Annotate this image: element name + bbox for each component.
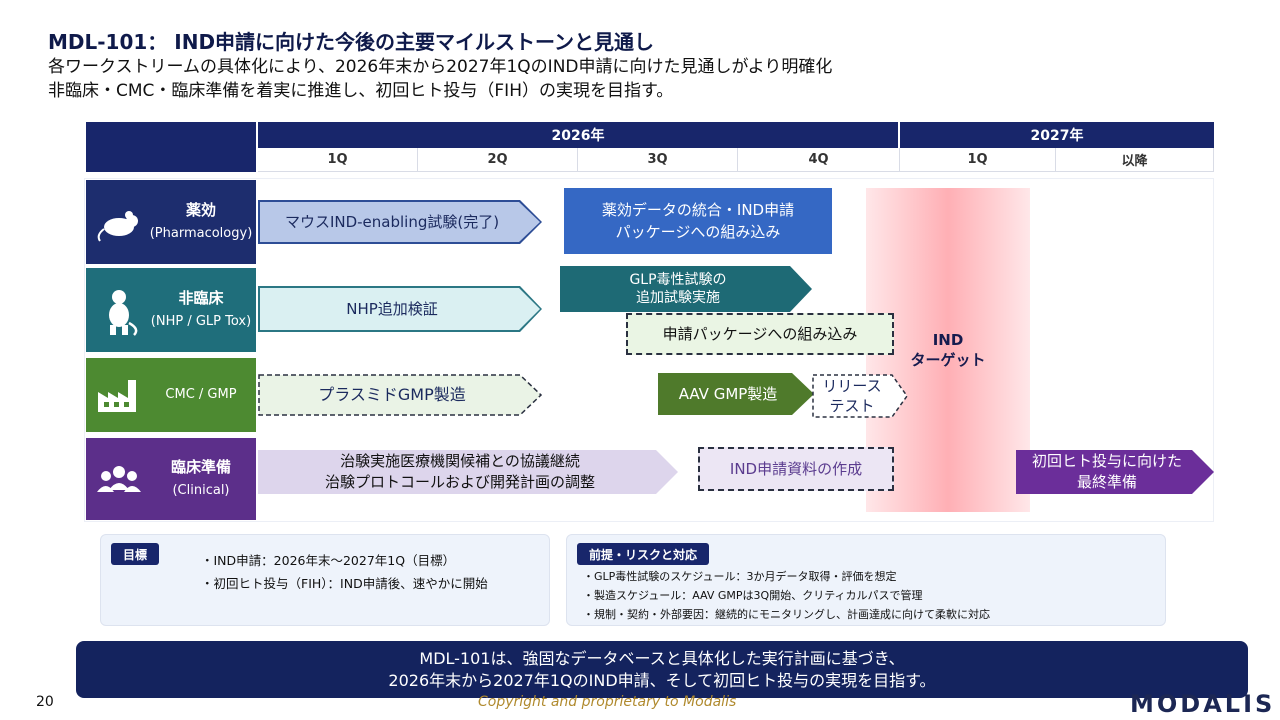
category-nonclinical: 非臨床 (NHP / GLP Tox)	[86, 268, 256, 352]
task-glp-tox-line-1: GLP毒性試験の	[629, 272, 727, 288]
category-cmc: CMC / GMP	[86, 358, 256, 432]
category-cmc-name: CMC / GMP	[165, 387, 237, 402]
category-clinical: 臨床準備 (Clinical)	[86, 438, 256, 520]
task-pharm-data-integration-line-1: 薬効データの統合・IND申請	[601, 201, 795, 219]
category-nonclinical-name: 非臨床	[178, 289, 224, 307]
page-subtitle-1: 各ワークストリームの具体化により、2026年末から2027年1QのIND申請に向…	[48, 57, 833, 77]
risks-tag: 前提・リスクと対応	[577, 543, 710, 565]
task-site-consultation-line-2: 治験プロトコールおよび開発計画の調整	[324, 473, 595, 491]
summary-banner-line-1: MDL-101は、強固なデータベースと具体化した実行計画に基づき、	[419, 648, 905, 668]
task-ind-document-prep: IND申請資料の作成	[698, 447, 894, 491]
task-nhp-additional-validation: NHP追加検証	[258, 286, 542, 332]
risk-item: ・製造スケジュール：AAV GMPは3Q開始、クリティカルパスで管理	[583, 589, 923, 602]
monkey-icon	[109, 290, 138, 336]
task-pharm-data-integration: 薬効データの統合・IND申請 パッケージへの組み込み	[564, 188, 832, 254]
summary-banner: MDL-101は、強固なデータベースと具体化した実行計画に基づき、 2026年末…	[76, 641, 1248, 698]
task-pharm-data-integration-line-2: パッケージへの組み込み	[615, 223, 781, 241]
task-mouse-ind-enabling: マウスIND-enabling試験(完了)	[258, 200, 542, 244]
task-release-test-line-2: テスト	[829, 397, 875, 415]
category-clinical-name: 臨床準備	[170, 458, 231, 476]
task-site-consultation: 治験実施医療機関候補との協議継続 治験プロトコールおよび開発計画の調整	[258, 450, 678, 494]
task-application-package: 申請パッケージへの組み込み	[626, 313, 894, 355]
category-clinical-sub: (Clinical)	[172, 483, 230, 498]
task-release-test: リリース テスト	[812, 374, 908, 418]
risk-item: ・GLP毒性試験のスケジュール：3か月データ取得・評価を想定	[583, 570, 897, 583]
quarter-4q-2026: 4Q	[738, 148, 900, 172]
task-plasmid-gmp: プラスミドGMP製造	[258, 374, 542, 416]
task-fih-final-prep-line-1: 初回ヒト投与に向けた	[1031, 452, 1182, 470]
page-number: 20	[36, 694, 54, 710]
year-2026-header: 2026年	[258, 122, 898, 148]
quarter-1q-2026: 1Q	[258, 148, 418, 172]
category-pharmacology-sub: (Pharmacology)	[149, 226, 253, 241]
quarter-1q-2027: 1Q	[900, 148, 1056, 172]
task-aav-gmp: AAV GMP製造	[658, 373, 814, 415]
quarter-3q-2026: 3Q	[578, 148, 738, 172]
ind-target-line-2: ターゲット	[910, 351, 986, 369]
goals-panel: 目標 ・IND申請：2026年末～2027年1Q（目標） ・初回ヒト投与（FIH…	[100, 534, 550, 626]
timeline-header-corner	[86, 122, 256, 172]
task-glp-tox-additional: GLP毒性試験の 追加試験実施	[560, 266, 812, 312]
factory-icon	[98, 380, 136, 412]
page-subtitle-2: 非臨床・CMC・臨床準備を着実に推進し、初回ヒト投与（FIH）の実現を目指す。	[48, 81, 674, 101]
goal-item: ・IND申請：2026年末～2027年1Q（目標）	[201, 553, 456, 568]
task-fih-final-prep-line-2: 最終準備	[1076, 473, 1137, 491]
quarter-2q-2026: 2Q	[418, 148, 578, 172]
risk-item: ・規制・契約・外部要因：継続的にモニタリングし、計画達成に向けて柔軟に対応	[583, 608, 990, 621]
task-fih-final-prep: 初回ヒト投与に向けた 最終準備	[1016, 450, 1214, 494]
category-nonclinical-sub: (NHP / GLP Tox)	[150, 314, 252, 329]
category-pharmacology-name: 薬効	[185, 201, 216, 219]
people-icon	[97, 466, 141, 492]
mouse-icon	[97, 211, 138, 242]
summary-banner-line-2: 2026年末から2027年1QのIND申請、そして初回ヒト投与の実現を目指す。	[388, 670, 936, 690]
copyright-text: Copyright and proprietary to Modalis	[478, 694, 737, 710]
ind-target-line-1: IND	[932, 331, 964, 349]
task-site-consultation-line-1: 治験実施医療機関候補との協議継続	[340, 452, 580, 470]
year-2027-header: 2027年	[900, 122, 1214, 148]
ind-target-label: IND ターゲット	[880, 330, 1016, 370]
risks-panel: 前提・リスクと対応 ・GLP毒性試験のスケジュール：3か月データ取得・評価を想定…	[566, 534, 1166, 626]
page-title: MDL-101： IND申請に向けた今後の主要マイルストーンと見通し	[48, 30, 655, 54]
task-glp-tox-line-2: 追加試験実施	[636, 290, 720, 306]
category-pharmacology: 薬効 (Pharmacology)	[86, 180, 256, 264]
task-release-test-line-1: リリース	[822, 377, 882, 395]
goals-tag: 目標	[111, 543, 160, 565]
goal-item: ・初回ヒト投与（FIH）：IND申請後、速やかに開始	[201, 576, 488, 591]
company-logo: MODALIS	[1130, 690, 1276, 718]
quarter-later: 以降	[1056, 148, 1214, 172]
